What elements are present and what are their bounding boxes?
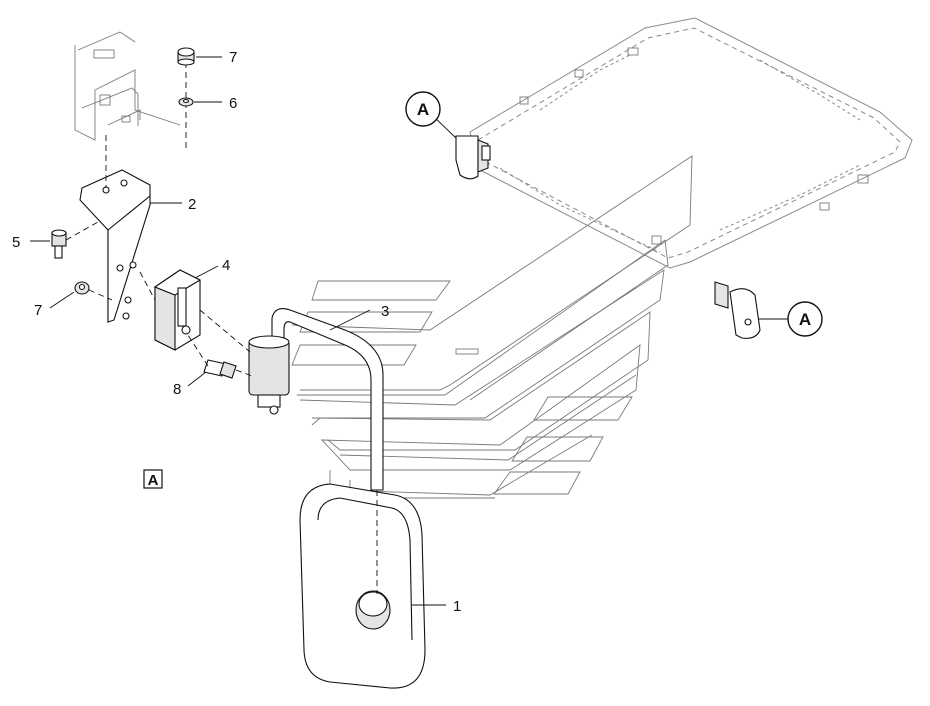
svg-text:A: A [148,472,159,489]
callout-4: 4 [222,257,230,274]
svg-text:A: A [799,310,811,329]
clip-detail-lower [714,281,761,339]
assembly-line [199,309,251,353]
callout-3: 3 [381,303,389,320]
screw-5 [51,221,99,259]
clip-detail-upper [455,135,491,180]
callout-7-upper: 7 [229,49,237,66]
mounting-bracket [79,169,151,323]
reference-box-a: A [143,469,163,489]
clamp-block [153,269,202,351]
upper-mount-sketch [74,31,187,188]
cab-roof-frame [469,17,913,269]
callout-5: 5 [12,234,20,251]
mirror-arm [248,308,384,594]
washer-6 [178,97,194,107]
cab-door-outline [291,155,693,499]
mirror-head [299,483,426,689]
callout-1: 1 [453,598,461,615]
callout-8: 8 [173,381,181,398]
nut-7-upper [177,47,195,66]
callout-7-lower: 7 [34,302,42,319]
bolt-8 [185,331,253,379]
assembly-line [139,271,156,301]
detail-marker-a-upper: A [405,91,441,127]
callout-2: 2 [188,196,196,213]
detail-marker-a-lower: A [787,301,823,337]
callout-6: 6 [229,95,237,112]
svg-text:A: A [417,100,429,119]
nut-7-lower [74,281,113,301]
